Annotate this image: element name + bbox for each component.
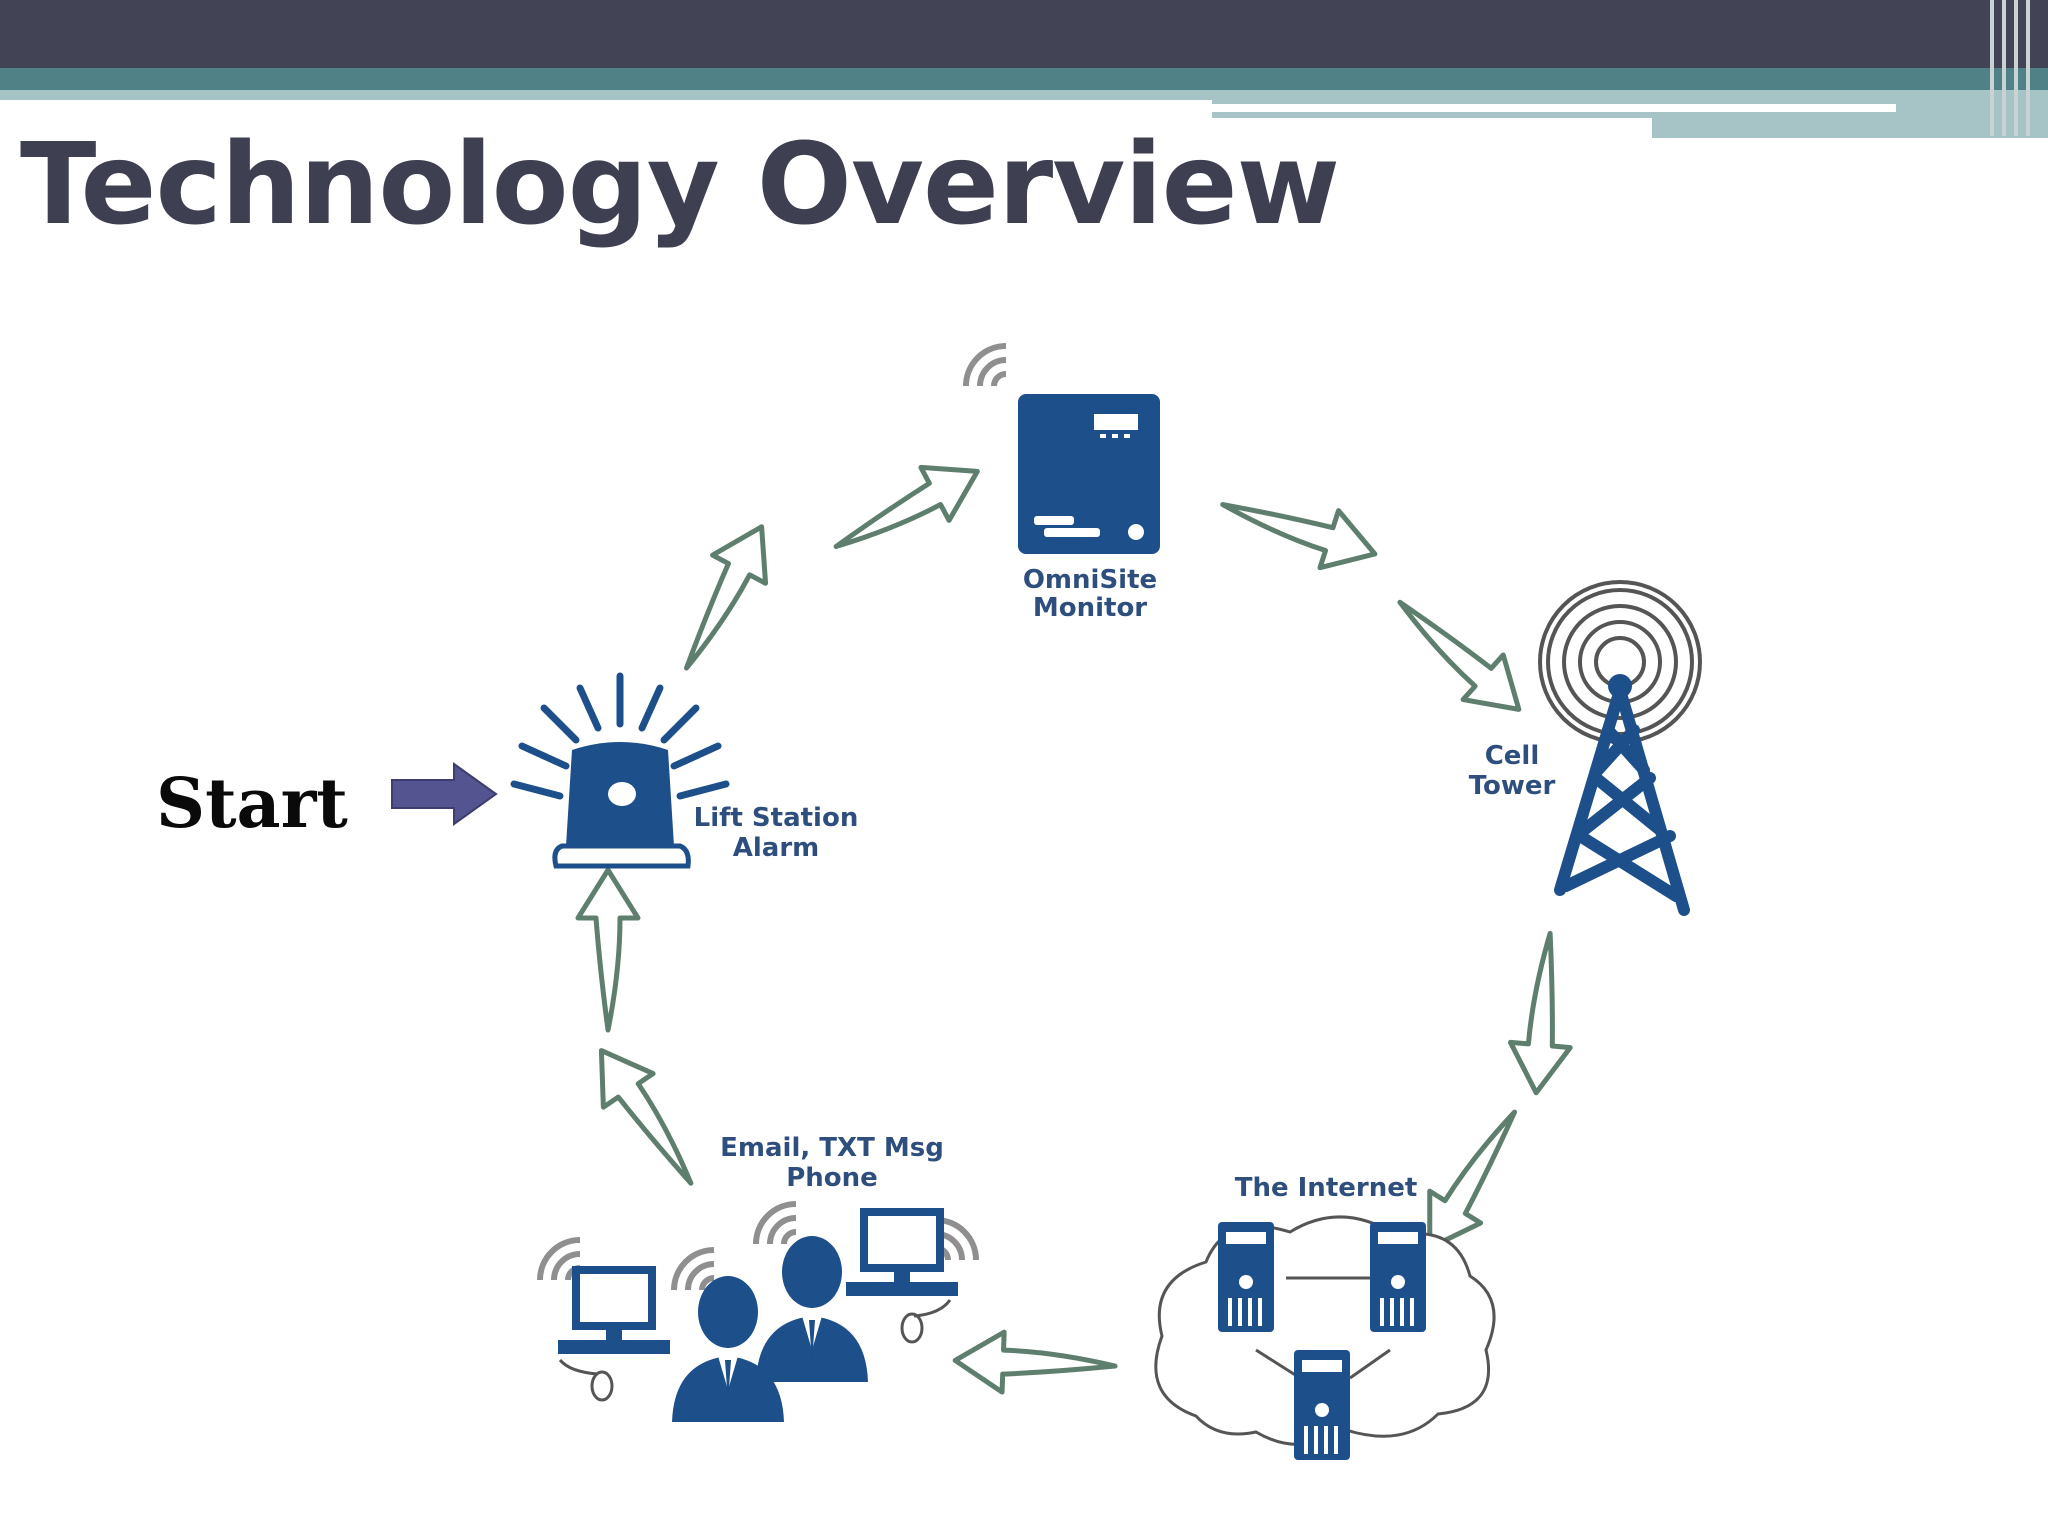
cell-tower-icon [1538,580,1702,916]
slide-title: Technology Overview [20,120,1340,250]
accent-stripe [2026,0,2030,136]
cycle-arrow-icon [578,870,638,1030]
notify-label-line1: Email, TXT Msg [720,1133,944,1163]
cycle-arrow-icon [1380,580,1539,732]
cycle-arrow-icon [1213,476,1384,583]
alarm-label-line2: Alarm [733,833,820,863]
lift-station-alarm-icon [510,672,730,869]
alarm-label-line1: Lift Station [694,803,859,833]
internet-cloud-icon [1154,1215,1496,1460]
cycle-arrow-icon [577,1034,716,1200]
cycle-arrow-icon [660,513,788,682]
cycle-arrow-icon [1506,931,1580,1096]
start-label: Start [156,764,348,844]
top-bar [0,0,2048,68]
cycle-arrow-icon [822,445,991,573]
accent-band-light [0,90,1212,100]
accent-band-gap [1212,118,1652,138]
accent-stripe [1990,0,1994,136]
tower-label-line2: Tower [1469,771,1556,801]
accent-band [0,68,2048,90]
accent-stripe [2014,0,2018,136]
omnisite-monitor-icon [966,346,1160,554]
monitor-label-line2: Monitor [1033,593,1147,623]
start-arrow-icon [391,762,498,826]
accent-stripe [2002,0,2006,136]
notify-label-line2: Phone [786,1163,878,1193]
cycle-arrow-icon [954,1330,1116,1396]
notification-recipients-icon [540,1204,976,1422]
tower-label-line1: Cell [1485,741,1540,771]
monitor-label-line1: OmniSite [1023,565,1157,595]
accent-band-gap [1212,104,1896,112]
internet-label: The Internet [1235,1173,1418,1203]
